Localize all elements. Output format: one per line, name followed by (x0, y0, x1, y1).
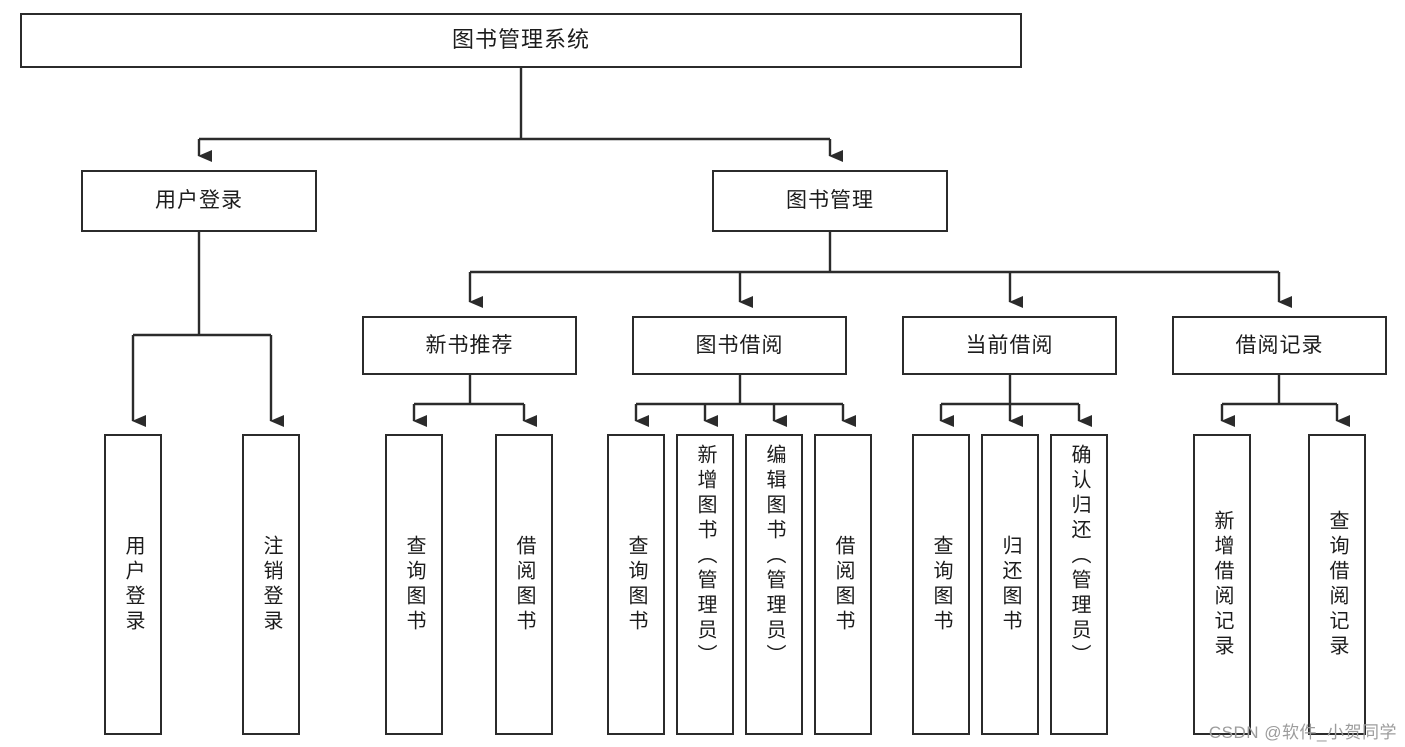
leaf-return-book[interactable]: 归还图书 (981, 434, 1039, 735)
leaf-query-book-recommend[interactable]: 查询图书 (385, 434, 443, 735)
leaf-query-book-borrow[interactable]: 查询图书 (607, 434, 665, 735)
leaf-edit-book[interactable]: 编辑图书（管理员） (745, 434, 803, 735)
node-new-book-recommend-label: 新书推荐 (425, 333, 514, 357)
leaf-query-book-recommend-label: 查询图书 (403, 534, 425, 635)
leaf-borrow-book[interactable]: 借阅图书 (814, 434, 872, 735)
leaf-query-book-current-label: 查询图书 (930, 534, 952, 635)
leaf-return-book-label: 归还图书 (999, 534, 1021, 635)
node-book-manage[interactable]: 图书管理 (712, 170, 948, 232)
leaf-borrow-book-label: 借阅图书 (832, 534, 854, 635)
node-user-login-label: 用户登录 (155, 189, 243, 213)
leaf-logout-label: 注销登录 (260, 534, 282, 635)
leaf-query-book-current[interactable]: 查询图书 (912, 434, 970, 735)
node-book-manage-label: 图书管理 (786, 189, 874, 213)
leaf-borrow-book-recommend[interactable]: 借阅图书 (495, 434, 553, 735)
node-current-borrow-label: 当前借阅 (965, 333, 1054, 357)
leaf-user-login-label: 用户登录 (122, 534, 144, 635)
node-user-login[interactable]: 用户登录 (81, 170, 317, 232)
node-root[interactable]: 图书管理系统 (20, 13, 1022, 68)
node-borrow-record[interactable]: 借阅记录 (1172, 316, 1387, 375)
leaf-query-borrow-record[interactable]: 查询借阅记录 (1308, 434, 1366, 735)
leaf-confirm-return[interactable]: 确认归还（管理员） (1050, 434, 1108, 735)
leaf-add-book[interactable]: 新增图书（管理员） (676, 434, 734, 735)
node-book-borrow-label: 图书借阅 (695, 333, 784, 357)
leaf-query-book-borrow-label: 查询图书 (625, 534, 647, 635)
leaf-add-borrow-record[interactable]: 新增借阅记录 (1193, 434, 1251, 735)
leaf-confirm-return-label: 确认归还（管理员） (1068, 444, 1090, 669)
node-borrow-record-label: 借阅记录 (1235, 333, 1324, 357)
leaf-query-borrow-record-label: 查询借阅记录 (1326, 509, 1348, 660)
node-book-borrow[interactable]: 图书借阅 (632, 316, 847, 375)
node-current-borrow[interactable]: 当前借阅 (902, 316, 1117, 375)
watermark: CSDN @软件_小贺同学 (1208, 723, 1397, 742)
node-new-book-recommend[interactable]: 新书推荐 (362, 316, 577, 375)
leaf-borrow-book-recommend-label: 借阅图书 (513, 534, 535, 635)
leaf-edit-book-label: 编辑图书（管理员） (763, 444, 785, 669)
leaf-add-book-label: 新增图书（管理员） (694, 444, 716, 669)
leaf-add-borrow-record-label: 新增借阅记录 (1211, 509, 1233, 660)
node-root-label: 图书管理系统 (451, 27, 590, 53)
leaf-logout[interactable]: 注销登录 (242, 434, 300, 735)
leaf-user-login[interactable]: 用户登录 (104, 434, 162, 735)
